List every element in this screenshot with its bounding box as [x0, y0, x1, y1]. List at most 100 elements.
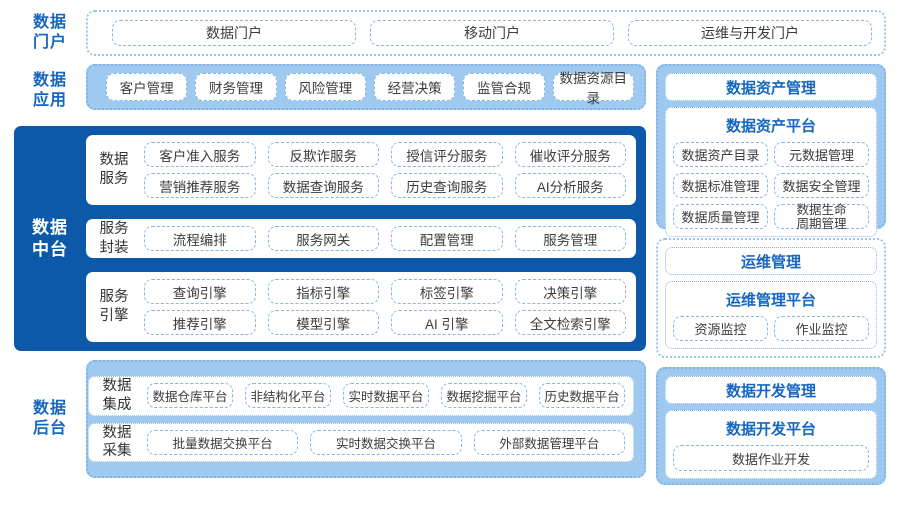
row-label-data-application: 数据 应用: [14, 64, 86, 118]
row-label-data-middle-platform: 数据 中台: [14, 126, 86, 351]
service-item-anti-fraud[interactable]: 反欺诈服务: [267, 142, 379, 167]
engine-item-tag[interactable]: 标签引擎: [391, 279, 503, 304]
middle-platform-band: 数据 中台 数据 服务 客户准入服务: [14, 126, 646, 351]
group-items-data-service: 客户准入服务 反欺诈服务 授信评分服务 催收评分服务 营销推荐服务 数据查询服务…: [142, 135, 636, 205]
encapsulation-item-process-orchestration[interactable]: 流程编排: [144, 226, 256, 251]
group-label-line2: 封装: [99, 239, 129, 256]
application-item-finance-management[interactable]: 财务管理: [195, 73, 277, 101]
panel-data-development-management: 数据开发管理 数据开发平台 数据作业开发: [656, 367, 886, 485]
asset-item-data-lifecycle-management[interactable]: 数据生命 周期管理: [774, 203, 869, 231]
group-label-line2: 服务: [99, 171, 129, 187]
asset-item-data-standard-management[interactable]: 数据标准管理: [673, 173, 768, 198]
ops-item-job-monitoring[interactable]: 作业监控: [774, 316, 869, 341]
backend-band: 数据 集成 数据仓库平台 非结构化平台 实时数据平台 数据挖掘平台 历史数据平台: [86, 360, 646, 478]
right-column: 数据资产管理 数据资产平台 数据资产目录 元数据管理 数据标准管理 数据安全管理…: [656, 64, 886, 485]
item-line: 批量数据交换平台 实时数据交换平台 外部数据管理平台: [147, 429, 625, 455]
row-data-application: 数据 应用 客户管理 财务管理 风险管理 经营决策 监管合规 数据资源目录: [14, 64, 646, 118]
asset-item-data-asset-catalog[interactable]: 数据资产目录: [673, 142, 768, 167]
group-label-service-encapsulation: 服务 封装: [86, 220, 142, 258]
group-label-line1: 数据: [99, 152, 129, 169]
dev-item-data-job-development[interactable]: 数据作业开发: [673, 445, 869, 471]
row-label-line2: 中台: [32, 239, 68, 259]
group-label-line1: 数据: [102, 377, 132, 394]
group-label-line2: 集成: [102, 396, 132, 413]
collection-item-realtime-exchange-platform[interactable]: 实时数据交换平台: [310, 429, 462, 455]
panel-ops-management: 运维管理 运维管理平台 资源监控 作业监控: [656, 238, 886, 358]
application-item-data-resource-catalog[interactable]: 数据资源目录: [552, 71, 634, 106]
item-line: 流程编排 服务网关 配置管理 服务管理: [144, 226, 626, 251]
panel-title-ops-management-platform: 运维管理平台: [725, 292, 816, 309]
integration-item-unstructured-platform[interactable]: 非结构化平台: [245, 383, 331, 409]
collection-item-external-data-platform[interactable]: 外部数据管理平台: [473, 429, 625, 455]
application-band: 客户管理 财务管理 风险管理 经营决策 监管合规 数据资源目录: [86, 64, 646, 110]
service-item-history-query[interactable]: 历史查询服务: [391, 173, 503, 198]
integration-item-data-mining-platform[interactable]: 数据挖掘平台: [441, 383, 527, 409]
engine-item-metric[interactable]: 指标引擎: [267, 279, 379, 304]
panel-data-asset-management: 数据资产管理 数据资产平台 数据资产目录 元数据管理 数据标准管理 数据安全管理…: [656, 64, 886, 237]
row-label-line1: 数据: [32, 218, 68, 238]
item-line: 客户准入服务 反欺诈服务 授信评分服务 催收评分服务: [144, 142, 626, 167]
group-label-data-integration: 数据 集成: [89, 377, 145, 415]
application-item-customer-management[interactable]: 客户管理: [106, 73, 188, 101]
asset-item-metadata-management[interactable]: 元数据管理: [774, 142, 869, 167]
group-label-line2: 引擎: [99, 308, 129, 324]
portal-band: 数据门户 移动门户 运维与开发门户: [86, 10, 886, 56]
portal-item-mobile-portal[interactable]: 移动门户: [370, 20, 614, 46]
application-column: 数据 应用 客户管理 财务管理 风险管理 经营决策 监管合规 数据资源目录: [14, 64, 646, 478]
integration-item-realtime-data-platform[interactable]: 实时数据平台: [343, 383, 429, 409]
engine-item-decision[interactable]: 决策引擎: [514, 279, 626, 304]
service-item-credit-scoring[interactable]: 授信评分服务: [391, 142, 503, 167]
row-label-data-portal: 数据 门户: [14, 10, 86, 56]
panel-body-data-asset-platform: 数据资产平台 数据资产目录 元数据管理 数据标准管理 数据安全管理 数据质量管理…: [665, 107, 877, 237]
item-line: 营销推荐服务 数据查询服务 历史查询服务 AI分析服务: [144, 173, 626, 198]
row-data-backend: 数据 后台 数据 集成 数据仓库平台 非结构化平台: [14, 360, 646, 478]
application-item-business-decision[interactable]: 经营决策: [373, 73, 456, 101]
engine-item-query[interactable]: 查询引擎: [144, 279, 256, 304]
engine-item-model[interactable]: 模型引擎: [267, 310, 379, 335]
panel-items-ops-management-platform: 资源监控 作业监控: [673, 316, 869, 341]
group-data-integration: 数据 集成 数据仓库平台 非结构化平台 实时数据平台 数据挖掘平台 历史数据平台: [88, 375, 634, 416]
engine-item-recommendation[interactable]: 推荐引擎: [144, 310, 256, 335]
row-label-line1: 数据: [32, 400, 67, 417]
row-label-line1: 数据: [32, 14, 67, 31]
group-items-data-integration: 数据仓库平台 非结构化平台 实时数据平台 数据挖掘平台 历史数据平台: [145, 378, 633, 413]
panel-body-ops-management-platform: 运维管理平台 资源监控 作业监控: [665, 281, 877, 349]
application-item-risk-management[interactable]: 风险管理: [284, 73, 366, 101]
ops-item-resource-monitoring[interactable]: 资源监控: [673, 316, 768, 341]
service-item-collection-scoring[interactable]: 催收评分服务: [514, 142, 626, 167]
integration-item-data-warehouse-platform[interactable]: 数据仓库平台: [147, 383, 233, 409]
service-item-customer-onboarding[interactable]: 客户准入服务: [144, 142, 256, 167]
group-label-service-engine: 服务 引擎: [86, 288, 142, 326]
service-item-marketing-recommendation[interactable]: 营销推荐服务: [144, 173, 256, 198]
row-label-data-backend: 数据 后台: [14, 360, 86, 478]
encapsulation-item-config-management[interactable]: 配置管理: [391, 226, 503, 251]
service-item-ai-analysis[interactable]: AI分析服务: [514, 173, 626, 198]
row-data-middle-platform: 数据 中台 数据 服务 客户准入服务: [14, 126, 646, 351]
asset-item-data-security-management[interactable]: 数据安全管理: [774, 173, 869, 198]
portal-item-data-portal[interactable]: 数据门户: [112, 20, 356, 46]
row-application-and-asset: 数据 应用 客户管理 财务管理 风险管理 经营决策 监管合规 数据资源目录: [14, 64, 886, 485]
item-line: 数据仓库平台 非结构化平台 实时数据平台 数据挖掘平台 历史数据平台: [147, 383, 625, 409]
group-data-service: 数据 服务 客户准入服务 反欺诈服务 授信评分服务 催收评分服务: [86, 135, 636, 205]
group-service-engine: 服务 引擎 查询引擎 指标引擎 标签引擎 决策引擎: [86, 272, 636, 342]
engine-item-ai[interactable]: AI 引擎: [391, 310, 503, 335]
group-label-line1: 服务: [99, 289, 129, 306]
row-label-line1: 数据: [32, 72, 67, 89]
encapsulation-item-service-management[interactable]: 服务管理: [514, 226, 626, 251]
group-label-data-collection: 数据 采集: [89, 424, 145, 462]
row-data-portal: 数据 门户 数据门户 移动门户 运维与开发门户: [14, 10, 886, 56]
integration-item-history-data-platform[interactable]: 历史数据平台: [539, 383, 625, 409]
asset-item-data-quality-management[interactable]: 数据质量管理: [673, 204, 768, 229]
group-data-collection: 数据 采集 批量数据交换平台 实时数据交换平台 外部数据管理平台: [88, 422, 634, 463]
application-item-regulatory-compliance[interactable]: 监管合规: [463, 73, 545, 101]
portal-item-ops-dev-portal[interactable]: 运维与开发门户: [628, 20, 872, 46]
service-item-data-query[interactable]: 数据查询服务: [267, 173, 379, 198]
collection-item-batch-exchange-platform[interactable]: 批量数据交换平台: [147, 429, 299, 455]
engine-item-full-text-search[interactable]: 全文检索引擎: [514, 310, 626, 335]
group-service-encapsulation: 服务 封装 流程编排 服务网关 配置管理 服务管理: [86, 219, 636, 258]
panel-header-data-development-management: 数据开发管理: [665, 376, 877, 404]
panel-header-ops-management: 运维管理: [665, 247, 877, 275]
panel-body-data-development-platform: 数据开发平台 数据作业开发: [665, 410, 877, 479]
panel-title-data-development-platform: 数据开发平台: [725, 421, 816, 438]
encapsulation-item-service-gateway[interactable]: 服务网关: [267, 226, 379, 251]
